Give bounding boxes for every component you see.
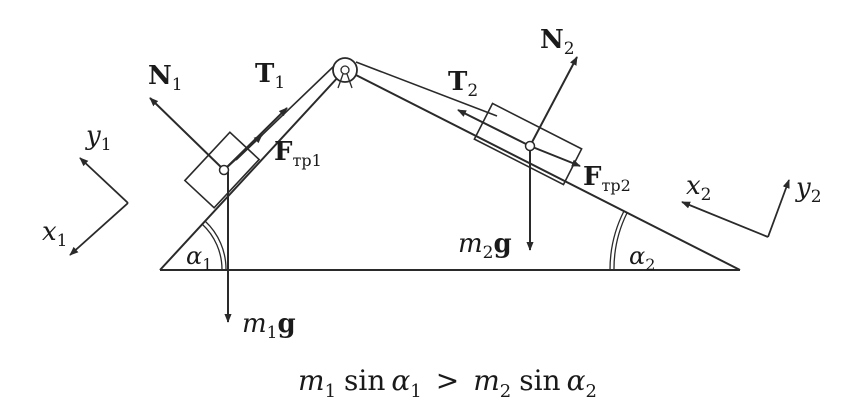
axis-y2 — [767, 179, 790, 238]
label-N1: N1 — [148, 61, 183, 95]
block-1 — [183, 131, 261, 209]
pulley — [332, 57, 358, 89]
label-N2: N2 — [540, 25, 575, 59]
incline-right-side — [349, 71, 741, 271]
block-2-center — [524, 140, 536, 152]
axis-y1 — [79, 157, 129, 204]
axis-x2 — [681, 201, 769, 238]
vector-Ftr1 — [223, 134, 263, 171]
label-y2: y2 — [795, 173, 822, 207]
block-1-center — [218, 164, 230, 176]
angle-arc-alpha1 — [201, 220, 227, 271]
vector-Ftr2 — [529, 145, 581, 167]
label-T2: T2 — [448, 67, 478, 101]
axes-1 — [69, 157, 129, 256]
label-x2: x2 — [686, 171, 712, 205]
axes-2 — [681, 179, 790, 238]
vector-N2 — [529, 56, 578, 147]
incline — [159, 71, 741, 271]
label-Ftr1: Fтр1 — [274, 137, 322, 170]
angle-arc-alpha2 — [609, 210, 628, 271]
label-m2g: m2g — [458, 229, 512, 263]
vector-N1 — [149, 97, 225, 171]
axis-x1 — [69, 202, 129, 256]
label-x1: x1 — [42, 217, 68, 251]
label-y1: y1 — [85, 121, 112, 155]
rope-right — [355, 61, 498, 117]
label-alpha2: α2 — [629, 242, 655, 274]
label-m1g: m1g — [242, 309, 296, 343]
incline-left-side — [159, 74, 341, 271]
vector-T2 — [457, 109, 531, 147]
label-T1: T1 — [255, 59, 285, 93]
label-Ftr2: Fтр2 — [583, 162, 631, 195]
block-2 — [473, 102, 583, 186]
label-alpha1: α1 — [186, 242, 212, 274]
